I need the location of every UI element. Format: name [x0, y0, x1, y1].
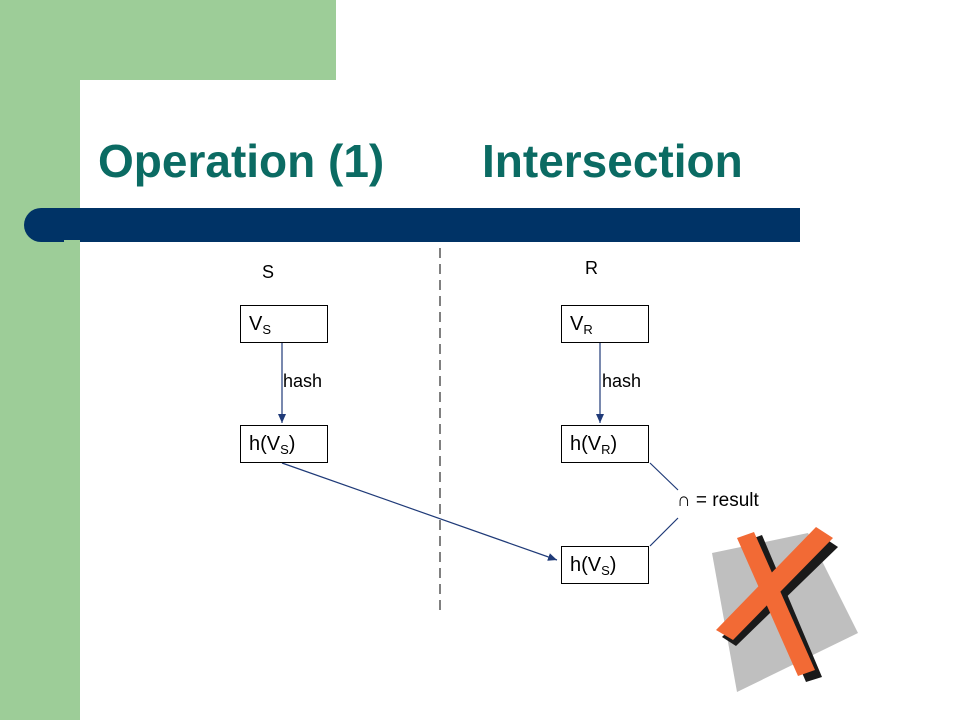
- h-vs-box-left: h(VS): [240, 425, 328, 463]
- slide-title-operation: Operation (1): [98, 135, 385, 187]
- h-vs-box-right: h(VS): [561, 546, 649, 584]
- h-vs-right-sub: S: [601, 563, 610, 578]
- vs-main: V: [249, 313, 263, 335]
- x-orange-strokes: [716, 527, 833, 676]
- site-s-label: S: [262, 262, 275, 282]
- intersect-line-bottom: [649, 517, 679, 547]
- vr-main: V: [570, 313, 584, 335]
- hash-label-right: hash: [602, 371, 642, 391]
- intersect-line-top: [649, 462, 679, 491]
- h-vr-box: h(VR): [561, 425, 649, 463]
- vs-box: VS: [240, 305, 328, 343]
- vr-sub: R: [583, 322, 593, 337]
- h-vr-sub: R: [601, 442, 611, 457]
- h-vs-right-prefix: h(V: [570, 554, 602, 576]
- intersection-result-label: ∩ = result: [677, 490, 759, 511]
- side-strip: [0, 0, 80, 720]
- h-vs-left-suffix: ): [288, 433, 296, 455]
- title-bar-notch: [64, 240, 80, 246]
- h-vr-prefix: h(V: [570, 433, 602, 455]
- top-strip: [0, 0, 336, 80]
- site-r-label: R: [585, 258, 598, 278]
- vr-box: VR: [561, 305, 649, 343]
- title-underline-bar: [24, 208, 800, 242]
- slide-title-intersection: Intersection: [482, 135, 743, 187]
- h-vs-left-sub: S: [280, 442, 289, 457]
- hash-label-left: hash: [283, 371, 323, 391]
- h-vr-suffix: ): [610, 433, 618, 455]
- h-vs-left-prefix: h(V: [249, 433, 281, 455]
- transfer-arrow: [281, 462, 558, 561]
- h-vs-right-suffix: ): [609, 554, 617, 576]
- vs-sub: S: [262, 322, 272, 337]
